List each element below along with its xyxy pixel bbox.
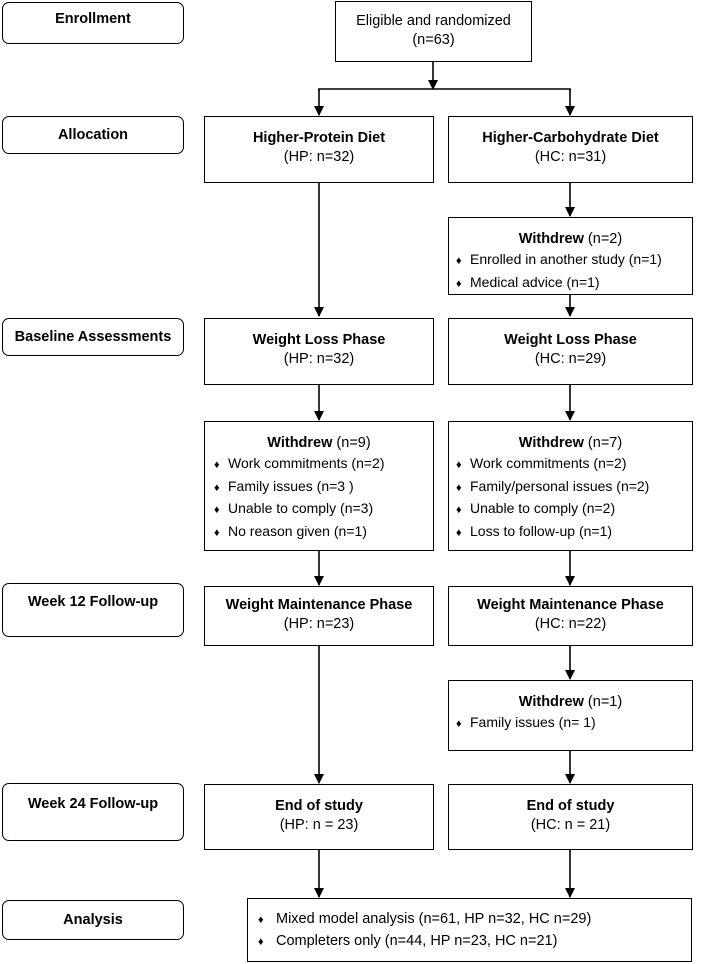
analysis-list: ♦ Mixed model analysis (n=61, HP n=32, HC… xyxy=(248,909,691,952)
diamond-bullet-icon: ♦ xyxy=(456,718,462,730)
enrollment-count: (n=63) xyxy=(412,32,455,48)
hc-withdrew-box-2: Withdrew (n=7) ♦ Work commitments (n=2) ♦… xyxy=(448,421,693,551)
list-item-text: Mixed model analysis (n=61, HP n=32, HC … xyxy=(276,911,592,927)
diamond-bullet-icon: ♦ xyxy=(258,935,264,948)
stage-week12-follow-up: Week 12 Follow-up xyxy=(2,583,184,637)
hc-withdrew-2-heading: Withdrew (n=7) xyxy=(449,434,692,453)
enrollment-box: Eligible and randomized (n=63) xyxy=(335,1,532,62)
withdrew-label: Withdrew xyxy=(267,435,333,451)
hc-allocation-box: Higher-Carbohydrate Diet (HC: n=31) xyxy=(448,116,693,183)
hc-end-box: End of study (HC: n = 21) xyxy=(448,784,693,850)
hc-maintenance-title: Weight Maintenance Phase xyxy=(477,597,664,613)
list-item: ♦ Unable to comply (n=3) xyxy=(214,498,433,521)
stage-enrollment: Enrollment xyxy=(2,2,184,44)
list-item-text: Unable to comply (n=3) xyxy=(228,500,374,516)
diamond-bullet-icon: ♦ xyxy=(456,277,462,290)
hp-maintenance-box: Weight Maintenance Phase (HP: n=23) xyxy=(204,586,434,646)
diamond-bullet-icon: ♦ xyxy=(456,459,462,471)
diamond-bullet-icon: ♦ xyxy=(258,914,264,926)
list-item-text: Work commitments (n=2) xyxy=(228,455,385,471)
hc-weight-loss-title: Weight Loss Phase xyxy=(504,332,637,348)
diamond-bullet-icon: ♦ xyxy=(214,459,220,471)
hp-allocation-box: Higher-Protein Diet (HP: n=32) xyxy=(204,116,434,183)
list-item: ♦ Work commitments (n=2) xyxy=(456,453,692,476)
hp-withdrew-list: ♦ Work commitments (n=2) ♦ Family issues (… xyxy=(205,453,433,543)
list-item-text: Family/personal issues (n=2) xyxy=(470,477,650,494)
diamond-bullet-icon: ♦ xyxy=(214,481,220,494)
diamond-bullet-icon: ♦ xyxy=(456,255,462,267)
list-item: ♦ No reason given (n=1) xyxy=(214,521,433,544)
withdrew-count: (n=9) xyxy=(332,435,371,451)
hp-allocation-title: Higher-Protein Diet xyxy=(252,130,386,146)
split-line xyxy=(318,88,571,91)
hp-maintenance-count: (HP: n=23) xyxy=(283,616,355,632)
list-item-text: Medical advice (n=1) xyxy=(470,273,600,290)
stage-week24-follow-up: Week 24 Follow-up xyxy=(2,783,184,841)
list-item-text: Work commitments (n=2) xyxy=(470,455,627,471)
withdrew-label: Withdrew xyxy=(518,435,584,451)
diamond-bullet-icon: ♦ xyxy=(456,526,462,539)
list-item: ♦ Mixed model analysis (n=61, HP n=32, HC… xyxy=(258,909,691,931)
hc-withdrew-box-3: Withdrew (n=1) ♦ Family issues (n= 1) xyxy=(448,680,693,751)
hc-end-title: End of study xyxy=(526,798,615,814)
hc-withdrew-3-heading: Withdrew (n=1) xyxy=(449,693,692,712)
withdrew-count: (n=2) xyxy=(583,231,623,247)
hc-allocation-count: (HC: n=31) xyxy=(534,149,607,165)
hc-withdrew-1-heading: Withdrew (n=2) xyxy=(449,230,692,249)
diamond-bullet-icon: ♦ xyxy=(214,526,220,539)
hc-end-count: (HC: n = 21) xyxy=(530,817,611,833)
list-item-text: Enrolled in another study (n=1) xyxy=(470,251,662,267)
list-item: ♦ Family/personal issues (n=2) xyxy=(456,476,692,499)
analysis-box: ♦ Mixed model analysis (n=61, HP n=32, HC… xyxy=(247,898,692,962)
stage-baseline-assessments: Baseline Assessments xyxy=(2,318,184,356)
diamond-bullet-icon: ♦ xyxy=(456,504,462,516)
list-item: ♦ Enrolled in another study (n=1) xyxy=(456,249,692,272)
hp-end-title: End of study xyxy=(275,798,363,814)
hc-withdrew-1-list: ♦ Enrolled in another study (n=1) ♦ Medica… xyxy=(449,249,692,294)
hp-withdrew-heading: Withdrew (n=9) xyxy=(205,434,433,453)
hc-weight-loss-count: (HC: n=29) xyxy=(534,351,607,367)
list-item: ♦ Medical advice (n=1) xyxy=(456,272,692,295)
hp-end-box: End of study (HP: n = 23) xyxy=(204,784,434,850)
stage-analysis: Analysis xyxy=(2,900,184,940)
list-item: ♦ Unable to comply (n=2) xyxy=(456,498,692,521)
list-item: ♦ Completers only (n=44, HP n=23, HC n=21… xyxy=(258,931,691,953)
stage-allocation: Allocation xyxy=(2,116,184,154)
withdrew-count: (n=1) xyxy=(583,694,623,710)
hp-maintenance-title: Weight Maintenance Phase xyxy=(225,597,413,613)
hc-withdrew-box-1: Withdrew (n=2) ♦ Enrolled in another stud… xyxy=(448,217,693,295)
list-item-text: Loss to follow-up (n=1) xyxy=(470,522,613,539)
hc-withdrew-3-list: ♦ Family issues (n= 1) xyxy=(449,712,692,735)
hp-allocation-count: (HP: n=32) xyxy=(283,149,355,165)
hp-end-count: (HP: n = 23) xyxy=(279,817,359,833)
hc-withdrew-2-list: ♦ Work commitments (n=2) ♦ Family/personal… xyxy=(449,453,692,543)
hc-maintenance-count: (HC: n=22) xyxy=(534,616,607,632)
list-item: ♦ Loss to follow-up (n=1) xyxy=(456,521,692,544)
hc-weight-loss-box: Weight Loss Phase (HC: n=29) xyxy=(448,318,693,385)
list-item: ♦ Family issues (n= 1) xyxy=(456,712,692,735)
hc-allocation-title: Higher-Carbohydrate Diet xyxy=(482,130,659,146)
hp-weight-loss-title: Weight Loss Phase xyxy=(252,332,386,348)
diamond-bullet-icon: ♦ xyxy=(456,481,462,494)
list-item-text: Completers only (n=44, HP n=23, HC n=21) xyxy=(276,932,558,949)
withdrew-label: Withdrew xyxy=(518,231,584,247)
enrollment-title: Eligible and randomized xyxy=(356,13,511,29)
list-item-text: No reason given (n=1) xyxy=(228,522,367,539)
hp-withdrew-box: Withdrew (n=9) ♦ Work commitments (n=2) ♦… xyxy=(204,421,434,551)
withdrew-label: Withdrew xyxy=(518,694,584,710)
list-item-text: Unable to comply (n=2) xyxy=(470,500,616,516)
hc-maintenance-box: Weight Maintenance Phase (HC: n=22) xyxy=(448,586,693,646)
withdrew-count: (n=7) xyxy=(583,435,623,451)
list-item-text: Family issues (n= 1) xyxy=(470,714,596,730)
list-item-text: Family issues (n=3 ) xyxy=(228,477,354,494)
list-item: ♦ Work commitments (n=2) xyxy=(214,453,433,476)
hp-weight-loss-count: (HP: n=32) xyxy=(283,351,355,367)
hp-weight-loss-box: Weight Loss Phase (HP: n=32) xyxy=(204,318,434,385)
list-item: ♦ Family issues (n=3 ) xyxy=(214,476,433,499)
diamond-bullet-icon: ♦ xyxy=(214,504,220,516)
